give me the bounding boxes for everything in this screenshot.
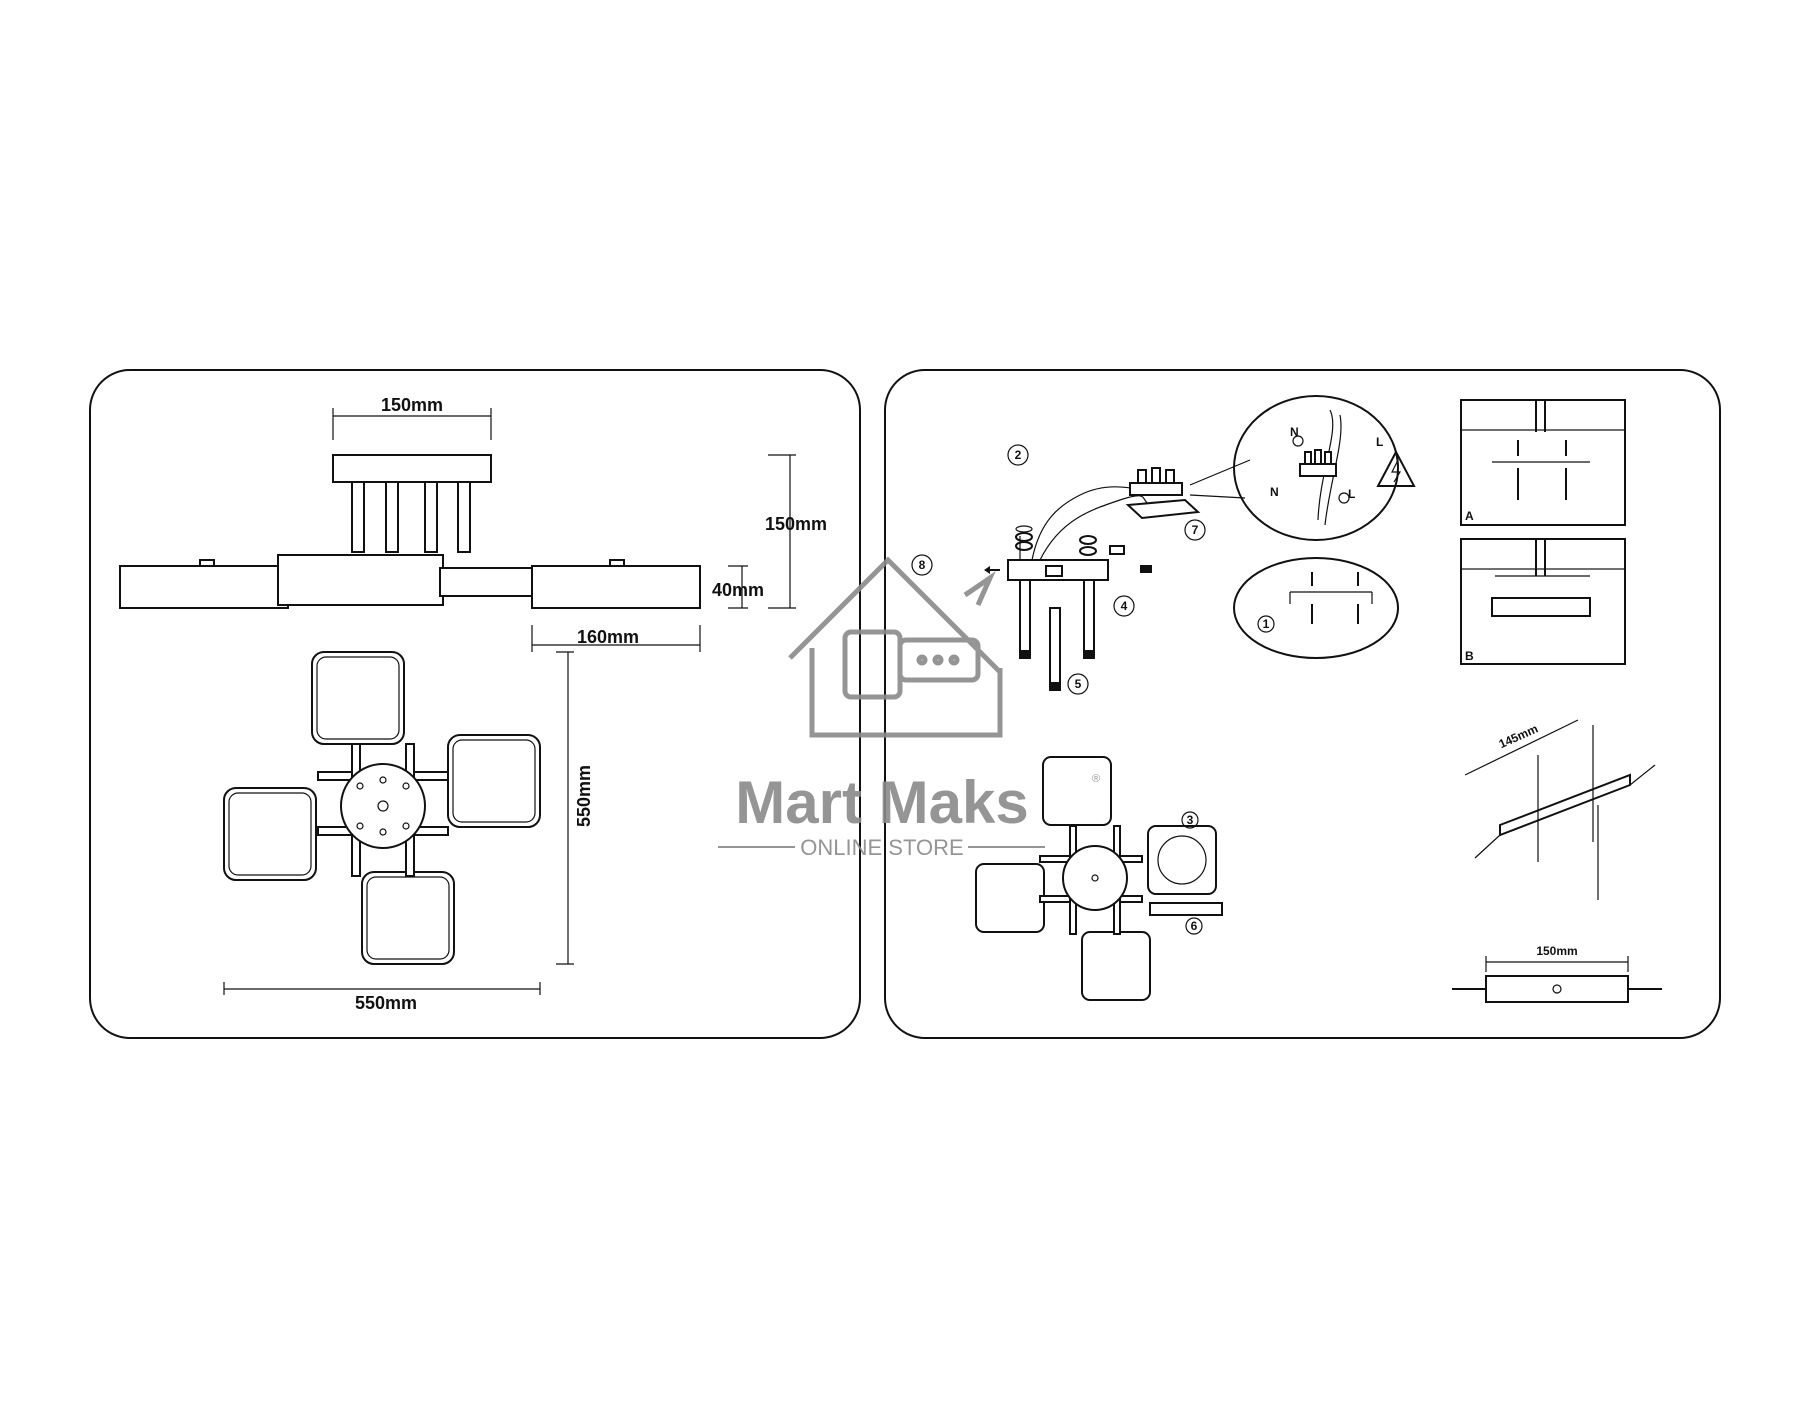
dimension-plan-height: 550mm xyxy=(556,651,594,965)
plate-dim-label: 150mm xyxy=(1536,944,1577,958)
step-1-label: 1 xyxy=(1263,617,1270,631)
ceiling-detail-b: B xyxy=(1460,538,1626,665)
step-6-label: 6 xyxy=(1191,919,1198,933)
dimensions-panel-frame xyxy=(89,369,861,1039)
dim-arm-length-label: 160mm xyxy=(577,627,639,647)
wire-label-live-top: L xyxy=(1376,435,1383,449)
high-voltage-warning-icon xyxy=(1376,449,1416,487)
step-7-label: 7 xyxy=(1192,523,1199,537)
plan-view-drawing xyxy=(223,651,541,965)
watermark-brand: Mart Maks xyxy=(735,769,1028,836)
detail-label-b: B xyxy=(1465,649,1474,663)
step-8-label: 8 xyxy=(919,558,926,572)
step-1-detail-bubble xyxy=(1233,557,1399,659)
watermark-registered: ® xyxy=(1092,773,1100,785)
assembly-exploded-drawing xyxy=(984,486,1152,691)
installation-plan-view xyxy=(975,756,1223,1001)
detail-label-a: A xyxy=(1465,509,1474,523)
step-3-label: 3 xyxy=(1187,813,1194,827)
side-elevation-drawing xyxy=(119,454,701,609)
step-4-circle xyxy=(1113,595,1135,617)
house-logo-icon xyxy=(788,556,1003,738)
dimension-plan-width: 550mm xyxy=(223,982,541,1013)
step-3-circle xyxy=(1181,811,1199,829)
watermark-tagline: ONLINE STORE xyxy=(800,835,963,860)
wiring-detail-bubble: N L N L xyxy=(1233,395,1416,541)
plate-dimension-drawing: 150mm xyxy=(1452,944,1662,1003)
dim-height-label: 150mm xyxy=(765,514,827,534)
ceiling-detail-a: A xyxy=(1460,399,1626,526)
mounting-bracket-drawing: 145mm xyxy=(1464,719,1656,900)
step-8-circle xyxy=(911,554,933,576)
installation-panel-frame xyxy=(884,369,1721,1039)
dim-plan-width-label: 550mm xyxy=(355,993,417,1013)
dimension-arm-length: 160mm xyxy=(531,625,701,652)
wire-label-neutral-top: N xyxy=(1290,425,1299,439)
step-2-circle xyxy=(1007,444,1029,466)
step-4-label: 4 xyxy=(1121,599,1128,613)
terminal-block-drawing xyxy=(1125,459,1251,520)
step-5-label: 5 xyxy=(1075,677,1082,691)
mart-maks-watermark: Mart Maks ® ONLINE STORE xyxy=(718,556,1100,860)
bracket-dim-label: 145mm xyxy=(1497,722,1540,752)
dimension-height: 150mm xyxy=(765,454,827,609)
dim-arm-height-label: 40mm xyxy=(712,580,764,600)
installation-panel: N L N L A xyxy=(884,369,1721,1039)
wire-label-live-bottom: L xyxy=(1348,487,1355,501)
dimension-top-width: 150mm xyxy=(332,395,492,440)
dimensions-panel: 150mm 150mm 40mm 160mm xyxy=(89,369,861,1039)
step-2-label: 2 xyxy=(1015,448,1022,462)
dim-top-width-label: 150mm xyxy=(381,395,443,415)
step-callouts: 1 2 3 4 5 6 7 8 xyxy=(911,444,1275,935)
wire-label-neutral-bottom: N xyxy=(1270,485,1279,499)
dim-plan-height-label: 550mm xyxy=(574,765,594,827)
step-5-circle xyxy=(1067,673,1089,695)
step-7-circle xyxy=(1184,519,1206,541)
step-1-circle xyxy=(1257,615,1275,633)
step-6-circle xyxy=(1185,917,1203,935)
dimension-arm-height: 40mm xyxy=(712,565,764,609)
